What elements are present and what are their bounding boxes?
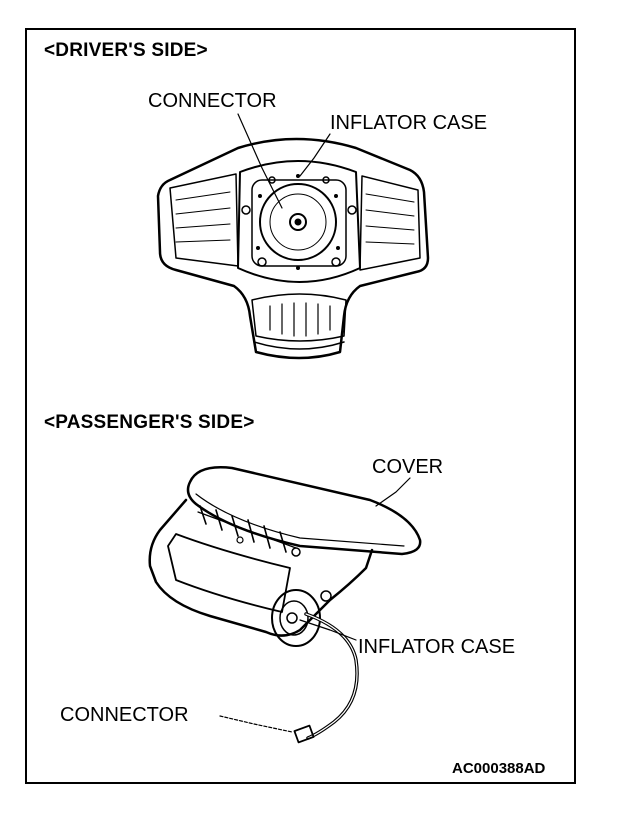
drivers-inflator-case-label: INFLATOR CASE — [330, 112, 488, 134]
passengers-side-heading: <PASSENGER'S SIDE> — [44, 412, 255, 433]
passengers-inflator-case-label: INFLATOR CASE — [358, 636, 516, 658]
passenger-airbag-module — [148, 466, 422, 744]
figure-code: AC000388AD — [452, 760, 546, 777]
driver-airbag-module — [156, 113, 430, 360]
figure-frame — [25, 28, 576, 784]
passengers-connector-label: CONNECTOR — [60, 704, 189, 726]
drivers-side-heading: <DRIVER'S SIDE> — [44, 40, 208, 61]
passengers-cover-label: COVER — [372, 456, 444, 478]
drivers-connector-label: CONNECTOR — [148, 90, 277, 112]
